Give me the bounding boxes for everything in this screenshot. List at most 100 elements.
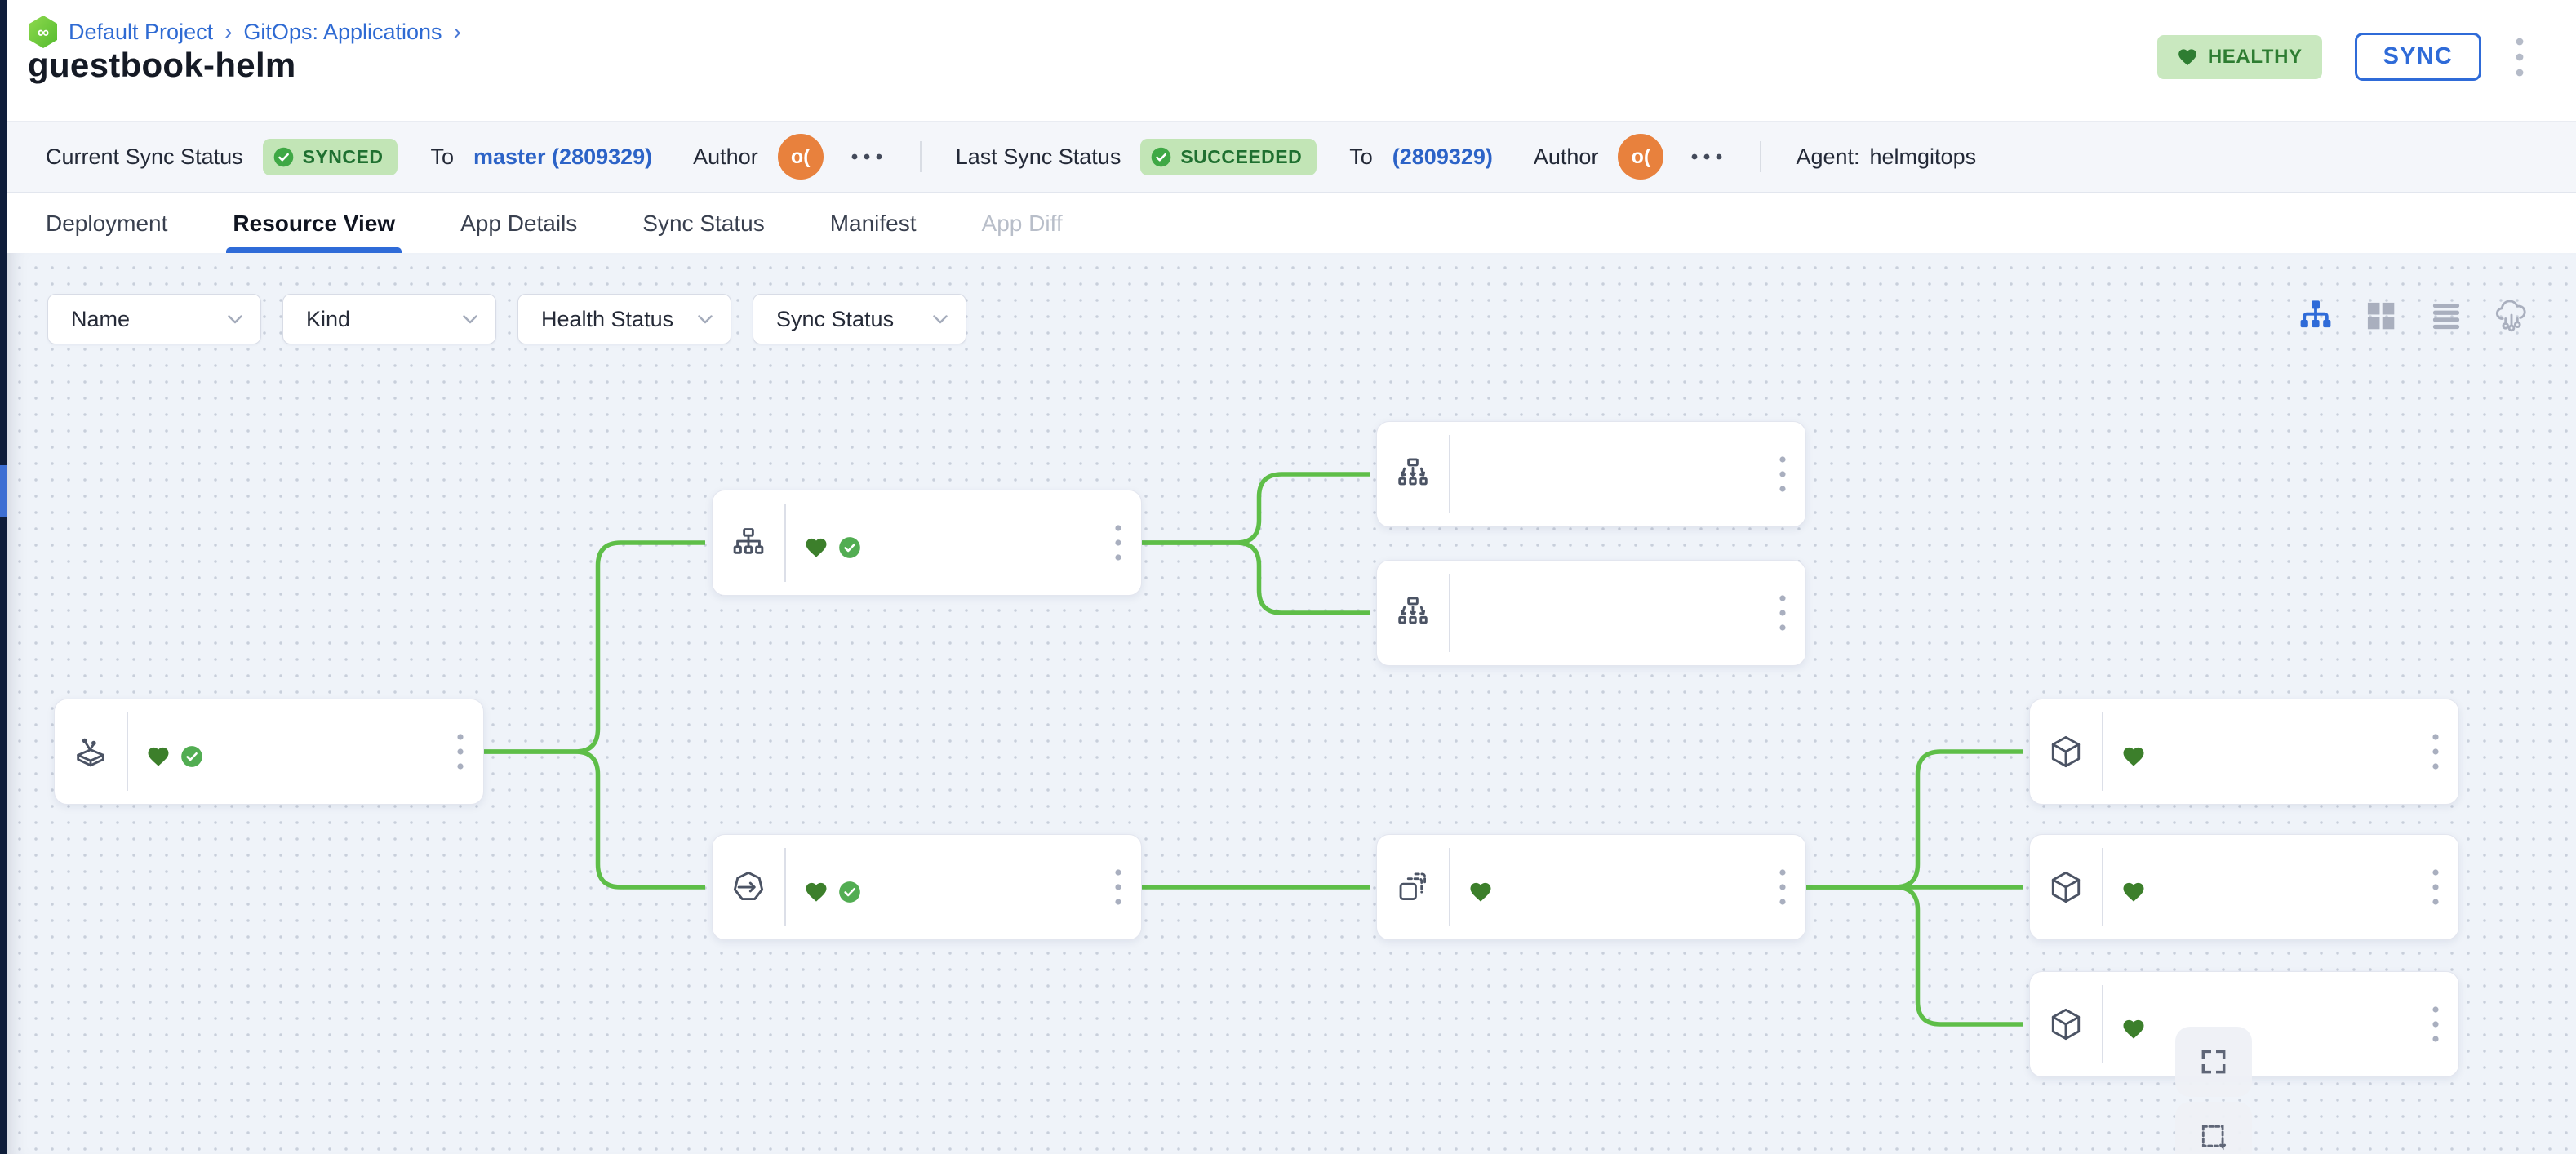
node-divider [1449, 574, 1450, 652]
chevron-down-icon [463, 314, 477, 323]
tab-label: App Details [460, 210, 578, 236]
filter-health-status[interactable]: Health Status [517, 294, 731, 344]
to-label: To [430, 144, 454, 169]
node-kebab-menu[interactable] [1760, 422, 1805, 526]
kebab-menu-icon [1779, 869, 1786, 905]
more-authors-button[interactable] [1688, 152, 1725, 162]
agent-value: helmgitops [1869, 144, 1977, 169]
node-divider [2102, 985, 2103, 1063]
cluster-view-icon[interactable] [2493, 297, 2530, 335]
synced-check-icon [181, 746, 202, 767]
collapsed-sidebar-rail[interactable] [0, 0, 7, 1154]
filter-bar: Name Kind Health Status Sync Status [47, 294, 966, 344]
filter-label: Name [71, 306, 131, 331]
resource-status [2121, 744, 2413, 769]
endpointslice-icon [1394, 594, 1432, 632]
node-divider [127, 712, 128, 791]
node-kebab-menu[interactable] [2413, 835, 2458, 939]
resource-node-endpoints[interactable] [1376, 421, 1806, 527]
sync-button[interactable]: SYNC [2354, 33, 2481, 81]
current-revision-link[interactable]: master (2809329) [473, 144, 653, 169]
tab-manifest[interactable]: Manifest [830, 193, 917, 253]
node-kebab-menu[interactable] [1095, 835, 1141, 939]
filter-name[interactable]: Name [47, 294, 261, 344]
tree-view-icon[interactable] [2297, 297, 2334, 335]
resource-node-replicaset[interactable] [1376, 834, 1806, 940]
node-kebab-menu[interactable] [2413, 972, 2458, 1076]
synced-badge: SYNCED [262, 138, 398, 175]
list-view-icon[interactable] [2427, 297, 2465, 335]
kebab-menu-icon [2432, 734, 2439, 770]
filter-label: Health Status [541, 306, 674, 331]
pod-icon [2047, 868, 2085, 906]
resource-node-deployment[interactable] [712, 834, 1142, 940]
healthy-heart-icon [2123, 747, 2144, 766]
node-kebab-menu[interactable] [1095, 490, 1141, 595]
resource-node-pod-2[interactable] [2029, 834, 2459, 940]
node-kebab-menu[interactable] [2413, 699, 2458, 804]
agent-info: Agent: helmgitops [1796, 144, 1976, 170]
tab-app-details[interactable]: App Details [460, 193, 577, 253]
more-authors-button[interactable] [848, 152, 886, 162]
filter-label: Kind [306, 306, 351, 331]
succeeded-badge: SUCCEEDED [1140, 138, 1317, 175]
current-sync-label: Current Sync Status [46, 144, 243, 169]
tab-label: Manifest [829, 210, 917, 236]
filter-label: Sync Status [776, 306, 895, 331]
author-label: Author [1533, 144, 1599, 169]
tab-label: Sync Status [642, 210, 765, 236]
last-revision-link[interactable]: (2809329) [1392, 144, 1493, 169]
healthy-heart-icon [2123, 1019, 2144, 1039]
breadcrumb-gitops-applications[interactable]: GitOps: Applications [243, 19, 442, 44]
kebab-menu-icon [2432, 869, 2439, 905]
codefresh-logo-icon: ∞ [29, 16, 57, 48]
health-status-badge: HEALTHY [2156, 34, 2322, 79]
node-kebab-menu[interactable] [1760, 561, 1805, 665]
node-kebab-menu[interactable] [437, 699, 483, 804]
kebab-menu-icon[interactable] [2514, 33, 2525, 81]
resource-canvas[interactable]: Name Kind Health Status Sync Status [7, 253, 2576, 1154]
breadcrumb-separator: › [453, 19, 461, 44]
fullscreen-button[interactable] [2175, 1027, 2252, 1097]
divider [919, 141, 922, 172]
service-icon [730, 524, 767, 561]
breadcrumb: ∞ Default Project › GitOps: Applications… [28, 15, 463, 49]
node-divider [784, 848, 786, 926]
synced-check-icon [839, 537, 860, 558]
divider [1760, 141, 1762, 172]
tab-resource-view[interactable]: Resource View [226, 193, 402, 253]
grid-view-icon[interactable] [2362, 297, 2400, 335]
ellipsis-icon [851, 153, 882, 160]
chevron-down-icon [698, 314, 713, 323]
marquee-select-button[interactable] [2175, 1102, 2252, 1154]
agent-label: Agent: [1796, 144, 1860, 169]
resource-node-endpointslice[interactable] [1376, 560, 1806, 666]
tab-sync-status[interactable]: Sync Status [642, 193, 764, 253]
resource-status [146, 744, 437, 769]
breadcrumb-default-project[interactable]: Default Project [69, 19, 214, 44]
healthy-heart-icon [806, 538, 827, 557]
application-icon [72, 733, 109, 770]
filter-kind[interactable]: Kind [282, 294, 496, 344]
pod-icon [2047, 1005, 2085, 1043]
author-avatar: o( [777, 134, 824, 180]
resource-node-application[interactable] [54, 699, 484, 805]
node-kebab-menu[interactable] [1760, 835, 1805, 939]
resource-status [2121, 1017, 2413, 1041]
node-divider [1449, 848, 1450, 926]
endpoints-icon [1394, 455, 1432, 493]
view-toggles [2297, 297, 2530, 335]
filter-sync-status[interactable]: Sync Status [753, 294, 966, 344]
kebab-menu-icon [2432, 1006, 2439, 1042]
resource-node-service[interactable] [712, 490, 1142, 596]
check-circle-icon [1152, 147, 1171, 166]
resource-status [804, 535, 1095, 560]
kebab-menu-icon [1779, 595, 1786, 631]
resource-node-pod-1[interactable] [2029, 699, 2459, 805]
tab-deployment[interactable]: Deployment [46, 193, 167, 253]
chevron-down-icon [228, 314, 242, 323]
kebab-menu-icon [1779, 456, 1786, 492]
healthy-heart-icon [2123, 882, 2144, 902]
fullscreen-icon [2201, 1050, 2226, 1074]
deployment-icon [730, 868, 767, 906]
